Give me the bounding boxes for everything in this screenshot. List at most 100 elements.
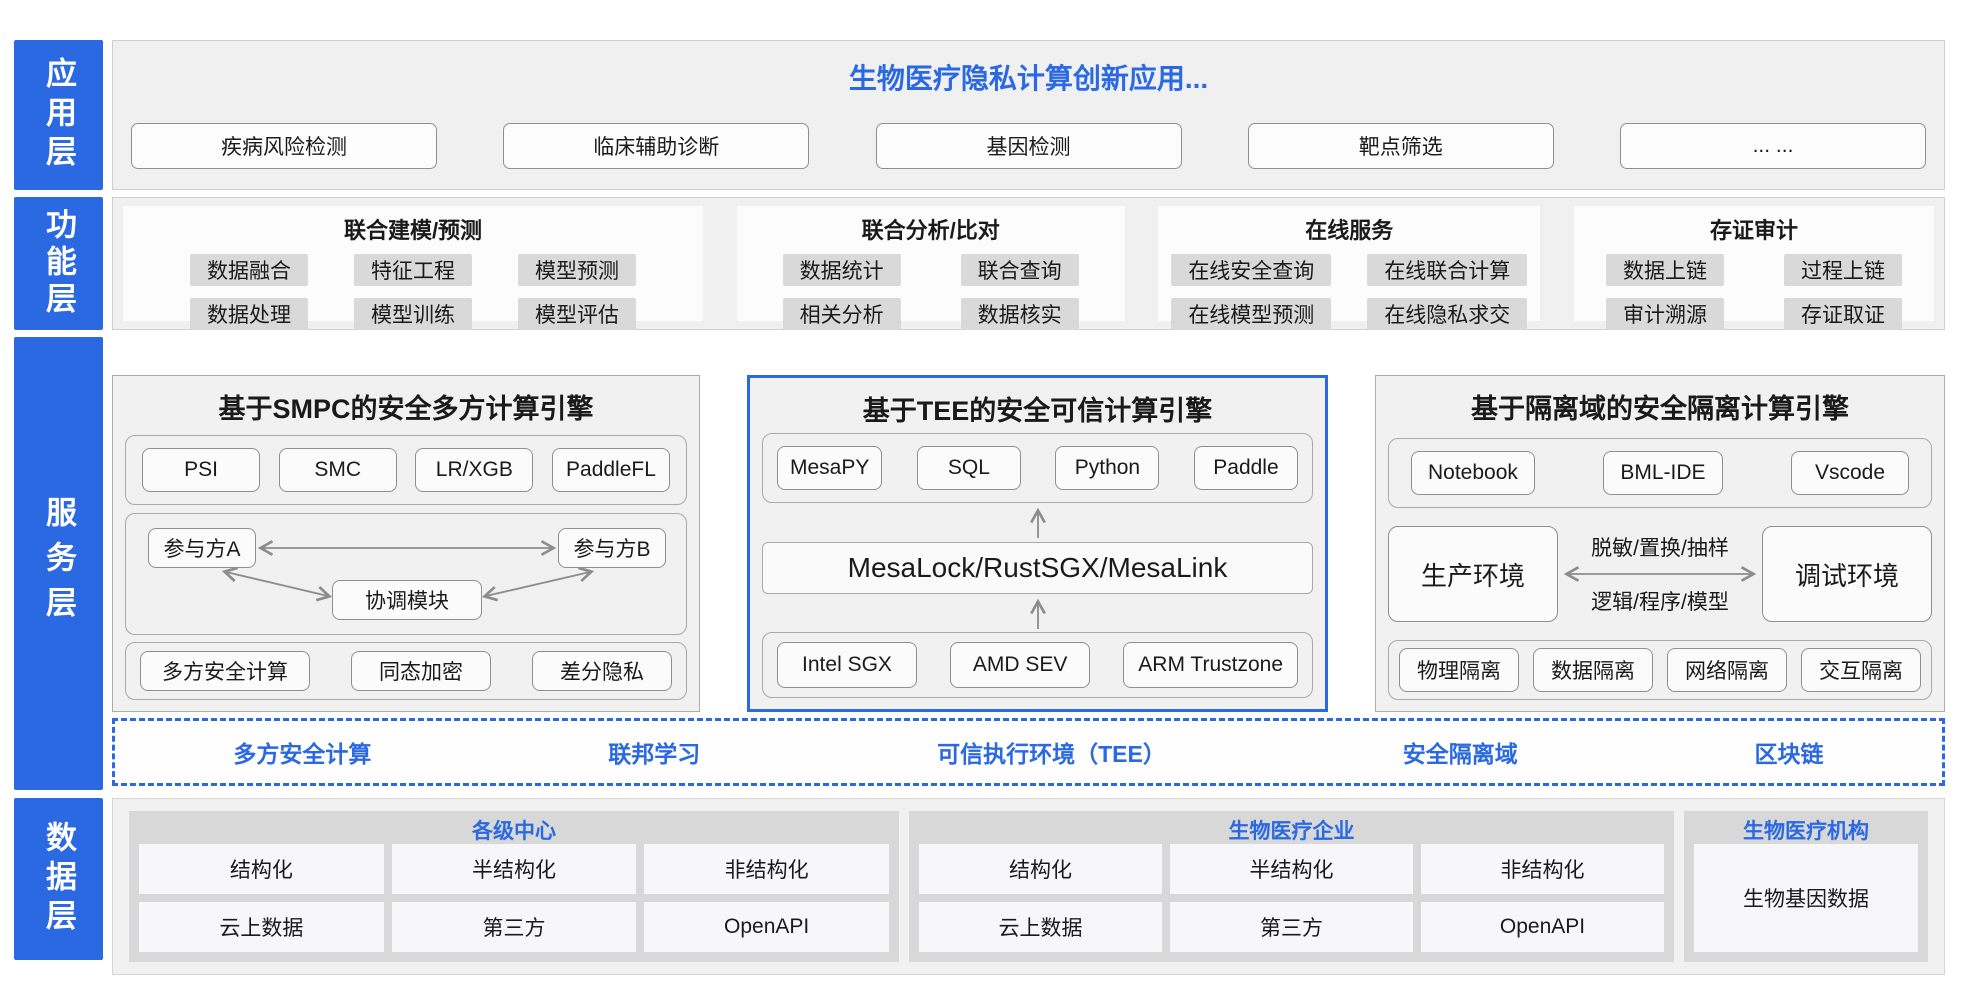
data-layer-band: 各级中心 结构化 半结构化 非结构化 云上数据 第三方 OpenAPI 生物医疗… <box>112 798 1945 975</box>
layer-label-service: 服务层 <box>14 337 103 790</box>
engine-smpc: 基于SMPC的安全多方计算引擎 PSI SMC LR/XGB PaddleFL … <box>112 375 700 712</box>
isolation-item: 网络隔离 <box>1667 648 1787 692</box>
data-cell-gene-data: 生物基因数据 <box>1694 844 1918 952</box>
engine-title: 基于TEE的安全可信计算引擎 <box>862 396 1213 426</box>
engine-title: 基于SMPC的安全多方计算引擎 <box>218 394 594 424</box>
hardware-item: ARM Trustzone <box>1123 641 1298 688</box>
foundation-item: 联邦学习 <box>608 741 701 767</box>
foundation-item: 区块链 <box>1754 741 1824 767</box>
hardware-item: AMD SEV <box>950 641 1091 688</box>
function-chip: 模型训练 <box>354 298 472 330</box>
engine-title: 基于隔离域的安全隔离计算引擎 <box>1471 394 1849 424</box>
function-chip: 数据处理 <box>190 298 308 330</box>
foundation-item: 安全隔离域 <box>1402 741 1518 767</box>
data-cell: 云上数据 <box>139 902 384 952</box>
isolation-item: 物理隔离 <box>1399 648 1519 692</box>
algorithm-item: LR/XGB <box>415 448 534 493</box>
foundation-technologies-bar: 多方安全计算 联邦学习 可信执行环境（TEE） 安全隔离域 区块链 <box>112 718 1945 786</box>
function-chip: 数据统计 <box>782 254 901 286</box>
function-chip: 模型预测 <box>518 254 636 286</box>
layer-label-data: 数据层 <box>14 798 103 960</box>
isolation-item: 数据隔离 <box>1533 648 1653 692</box>
data-group-biomedical-institutions: 生物医疗机构 生物基因数据 <box>1684 811 1928 962</box>
group-title: 在线服务 <box>1305 218 1394 243</box>
data-cell: 云上数据 <box>919 902 1162 952</box>
up-arrow-icon <box>1029 598 1046 629</box>
coordinator-node: 协调模块 <box>332 579 482 620</box>
data-cell: 第三方 <box>391 902 637 952</box>
env-arrow-label-bottom: 逻辑/程序/模型 <box>1591 591 1729 614</box>
function-chip: 模型评估 <box>518 298 636 330</box>
runtime-item: Python <box>1055 446 1160 491</box>
group-title: 存证审计 <box>1709 218 1798 243</box>
runtime-item: Paddle <box>1193 446 1298 491</box>
function-chip: 过程上链 <box>1783 254 1902 286</box>
group-title: 联合建模/预测 <box>343 218 483 243</box>
data-group-title: 生物医疗企业 <box>1228 820 1355 843</box>
group-title: 联合分析/比对 <box>861 218 1000 243</box>
app-item-clinical-aid: 临床辅助诊断 <box>503 123 810 169</box>
up-arrow-icon <box>1029 508 1046 539</box>
algorithm-item: PaddleFL <box>551 448 670 493</box>
data-cell: 非结构化 <box>1421 844 1664 894</box>
data-group-biomedical-enterprises: 生物医疗企业 结构化 半结构化 非结构化 云上数据 第三方 OpenAPI <box>909 811 1674 962</box>
production-env-node: 生产环境 <box>1388 526 1558 622</box>
data-cell: 非结构化 <box>644 844 889 894</box>
function-group-audit: 存证审计 数据上链 过程上链 审计溯源 存证取证 <box>1573 206 1934 330</box>
tee-runtimes-box: MesaPY SQL Python Paddle <box>762 433 1313 504</box>
function-chip: 数据核实 <box>960 298 1079 330</box>
data-cell: OpenAPI <box>1421 902 1664 952</box>
function-chip: 审计溯源 <box>1605 298 1724 330</box>
tee-hardware-box: Intel SGX AMD SEV ARM Trustzone <box>762 631 1313 698</box>
data-cell: 结构化 <box>919 844 1162 894</box>
double-arrow-icon <box>1563 566 1757 582</box>
data-cell: 结构化 <box>139 844 384 894</box>
primitive-item: 同态加密 <box>351 650 491 691</box>
isolation-ides-box: Notebook BML-IDE Vscode <box>1388 438 1932 508</box>
app-item-disease-risk: 疾病风险检测 <box>131 123 437 169</box>
function-chip: 存证取证 <box>1783 298 1902 330</box>
smpc-primitives-box: 多方安全计算 同态加密 差分隐私 <box>125 641 687 700</box>
function-layer-band: 联合建模/预测 数据融合 特征工程 模型预测 数据处理 模型训练 模型评估 联合… <box>112 197 1945 330</box>
hardware-item: Intel SGX <box>777 641 917 688</box>
engine-tee: 基于TEE的安全可信计算引擎 MesaPY SQL Python Paddle … <box>747 375 1328 712</box>
data-group-centers: 各级中心 结构化 半结构化 非结构化 云上数据 第三方 OpenAPI <box>129 811 899 962</box>
tee-middleware-box: MesaLock/RustSGX/MesaLink <box>762 541 1313 594</box>
app-item-gene-test: 基因检测 <box>875 123 1182 169</box>
isolation-item: 交互隔离 <box>1801 648 1921 692</box>
isolation-types-box: 物理隔离 数据隔离 网络隔离 交互隔离 <box>1388 640 1932 700</box>
function-chip: 在线隐私求交 <box>1367 298 1528 330</box>
data-group-title: 生物医疗机构 <box>1743 820 1869 843</box>
function-group-joint-analysis: 联合分析/比对 数据统计 联合查询 相关分析 数据核实 <box>736 206 1125 330</box>
data-cell: 半结构化 <box>391 844 637 894</box>
function-chip: 数据融合 <box>190 254 308 286</box>
runtime-item: SQL <box>916 446 1021 491</box>
env-arrow-label-top: 脱敏/置换/抽样 <box>1591 537 1729 560</box>
function-chip: 相关分析 <box>782 298 901 330</box>
application-items-row: 疾病风险检测 临床辅助诊断 基因检测 靶点筛选 ... ... <box>131 123 1926 169</box>
layer-label-function: 功能层 <box>14 197 103 330</box>
function-group-online-service: 在线服务 在线安全查询 在线联合计算 在线模型预测 在线隐私求交 <box>1158 206 1541 330</box>
function-chip: 在线模型预测 <box>1171 298 1332 330</box>
runtime-item: MesaPY <box>777 446 883 491</box>
data-cell: 第三方 <box>1170 902 1413 952</box>
function-chip: 在线联合计算 <box>1367 254 1528 286</box>
foundation-item: 可信执行环境（TEE） <box>937 741 1166 767</box>
algorithm-item: PSI <box>142 448 260 493</box>
data-cell: 半结构化 <box>1170 844 1413 894</box>
function-chip: 联合查询 <box>960 254 1079 286</box>
smpc-topology-box: 参与方A 参与方B 协调模块 <box>125 512 687 635</box>
party-b-node: 参与方B <box>558 527 666 568</box>
data-cell: OpenAPI <box>644 902 889 952</box>
layer-label-application: 应用层 <box>14 40 103 190</box>
algorithm-item: SMC <box>278 448 397 493</box>
app-item-more: ... ... <box>1620 123 1926 169</box>
primitive-item: 多方安全计算 <box>140 650 310 691</box>
environments-row: 生产环境 脱敏/置换/抽样 逻辑/程序/模型 调试环境 <box>1388 518 1932 630</box>
ide-item: Notebook <box>1411 451 1535 495</box>
ide-item: Vscode <box>1791 451 1909 495</box>
service-layer-engines: 基于SMPC的安全多方计算引擎 PSI SMC LR/XGB PaddleFL … <box>112 375 1945 712</box>
primitive-item: 差分隐私 <box>532 650 672 691</box>
debug-env-node: 调试环境 <box>1762 526 1932 622</box>
